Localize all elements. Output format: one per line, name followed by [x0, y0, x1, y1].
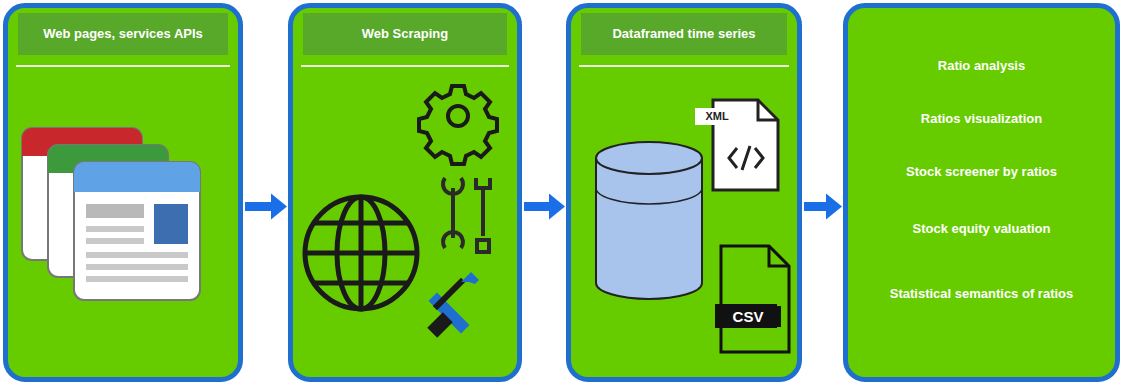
item-text: Stock screener by ratios: [854, 164, 1109, 180]
divider-line: [579, 65, 789, 67]
file-type-label: XML: [695, 108, 739, 125]
flow-arrow: [524, 194, 565, 220]
box-heading: Web pages, services APIs: [43, 26, 203, 42]
item-text: Statistical semantics of ratios: [854, 286, 1109, 302]
flow-arrow: [804, 194, 842, 220]
item-text: Ratios visualization: [854, 111, 1109, 127]
item-text: Stock equity valuation: [854, 221, 1109, 237]
divider-line: [301, 65, 509, 67]
box-heading: Web Scraping: [362, 26, 448, 42]
illustration: [8, 8, 238, 377]
flow-arrow: [245, 194, 287, 220]
process-box: Web Scraping: [288, 3, 522, 382]
header-tab: Dataframed time series: [581, 13, 787, 55]
divider-line: [16, 65, 230, 67]
header-tab: Web pages, services APIs: [18, 13, 228, 55]
file-type-label: CSV: [715, 306, 781, 327]
header-tab: Web Scraping: [303, 13, 507, 55]
process-box: Dataframed time seriesXML CSV: [566, 3, 802, 382]
process-box: Web pages, services APIs: [3, 3, 243, 382]
process-box: Ratio analysisRatios visualizationStock …: [843, 3, 1120, 382]
item-text: Ratio analysis: [854, 58, 1109, 74]
illustration: [293, 8, 517, 377]
box-heading: Dataframed time series: [612, 26, 755, 42]
